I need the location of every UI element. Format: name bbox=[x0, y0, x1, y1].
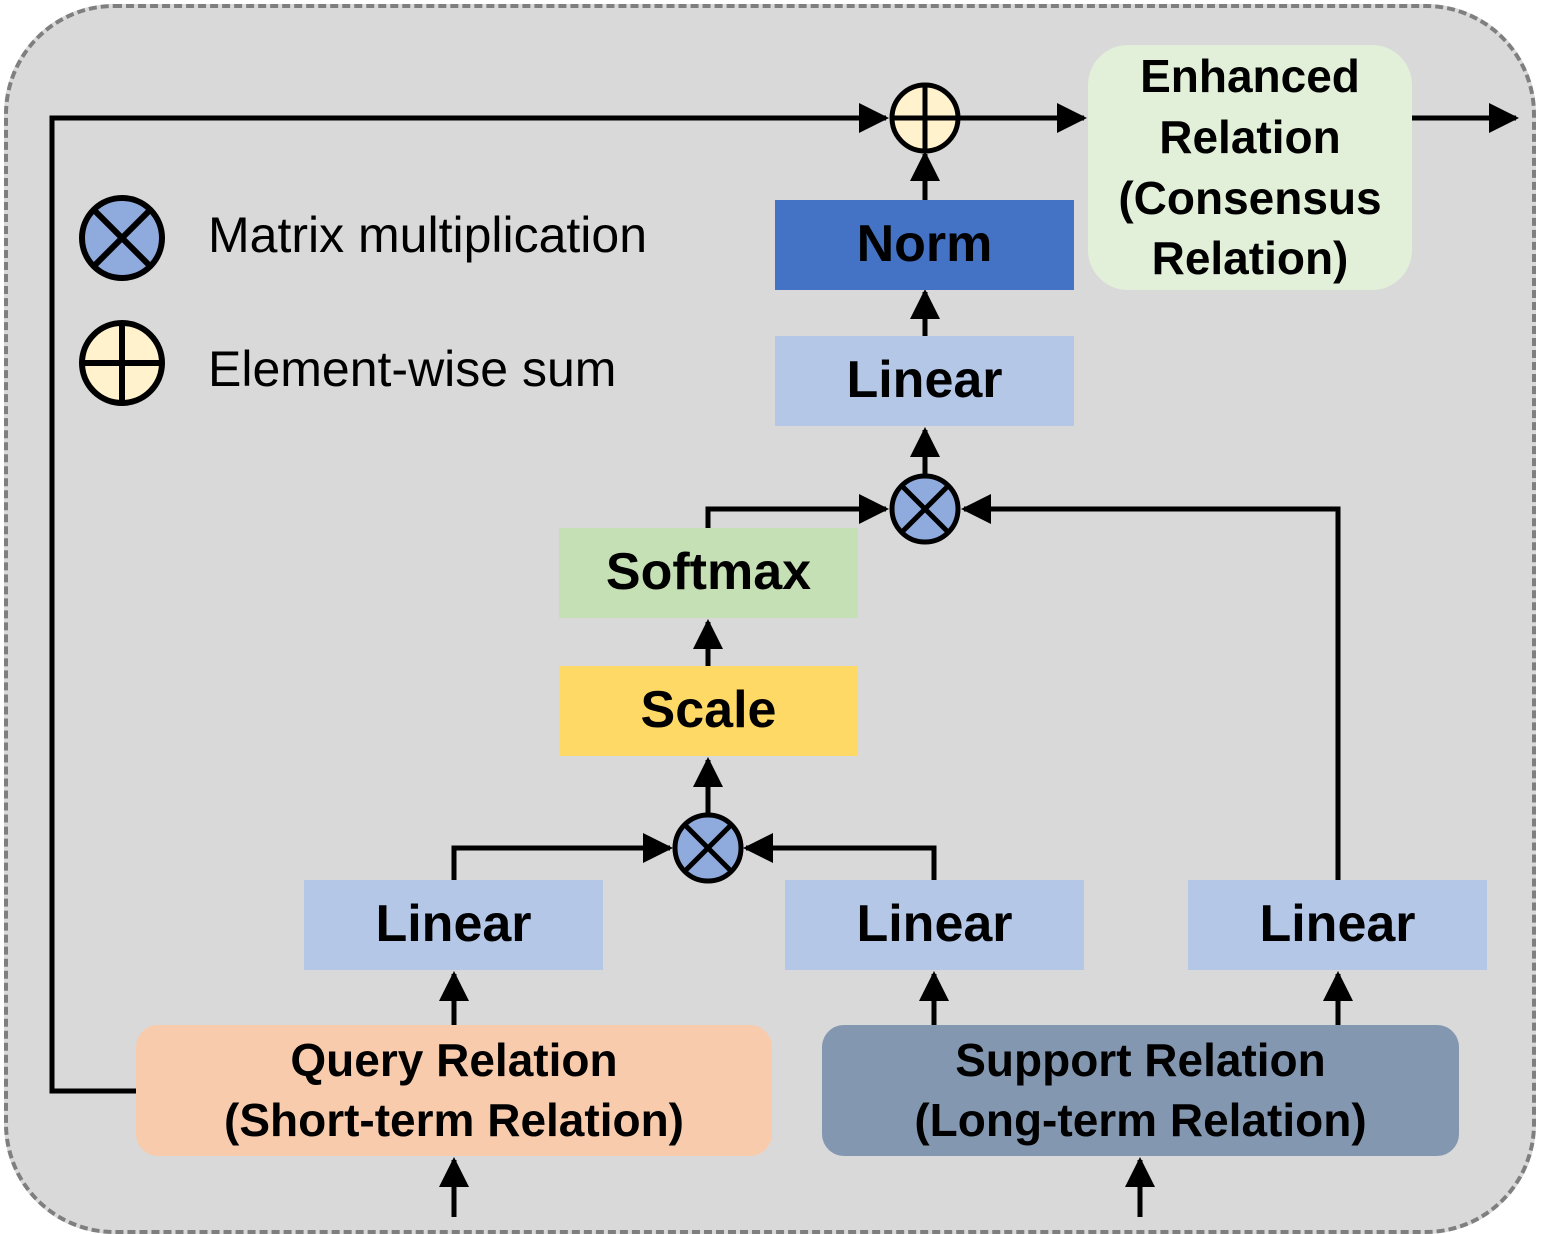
softmax-to-matmul-arrow bbox=[705, 494, 889, 528]
support-relation-label: Support Relation (Long-term Relation) bbox=[914, 1033, 1367, 1146]
legend-sum-icon bbox=[79, 320, 165, 406]
legend-matmul-icon bbox=[79, 195, 165, 281]
enhanced-relation-block: Enhanced Relation (Consensus Relation) bbox=[1088, 45, 1412, 290]
key-linear-to-matmul-arrow bbox=[743, 833, 937, 880]
scale-block: Scale bbox=[559, 666, 858, 756]
query-linear-to-matmul-arrow bbox=[451, 833, 673, 880]
linear-key-block: Linear bbox=[785, 880, 1084, 970]
linear-query-label: Linear bbox=[375, 895, 532, 954]
matrix-multiplication-icon bbox=[889, 473, 961, 545]
legend-sum-label: Element-wise sum bbox=[208, 341, 617, 397]
linear-output-label: Linear bbox=[846, 351, 1003, 410]
scale-label: Scale bbox=[640, 681, 777, 740]
softmax-label: Softmax bbox=[605, 543, 812, 602]
legend-matmul-label: Matrix multiplication bbox=[208, 207, 648, 263]
support-relation-block: Support Relation (Long-term Relation) bbox=[822, 1025, 1459, 1156]
enhanced-relation-label: Enhanced Relation (Consensus Relation) bbox=[1118, 50, 1382, 285]
norm-label: Norm bbox=[856, 215, 993, 274]
matrix-multiplication-icon bbox=[672, 812, 744, 884]
linear-key-label: Linear bbox=[856, 895, 1013, 954]
query-relation-block: Query Relation (Short-term Relation) bbox=[136, 1025, 772, 1156]
element-wise-sum-icon bbox=[889, 82, 961, 154]
query-relation-label: Query Relation (Short-term Relation) bbox=[224, 1033, 684, 1146]
residual-connection bbox=[49, 103, 889, 1094]
norm-block: Norm bbox=[775, 200, 1074, 290]
linear-value-label: Linear bbox=[1259, 895, 1416, 954]
value-to-matmul-arrow bbox=[961, 494, 1341, 880]
linear-output-block: Linear bbox=[775, 336, 1074, 426]
softmax-block: Softmax bbox=[559, 528, 858, 618]
linear-query-block: Linear bbox=[304, 880, 603, 970]
linear-value-block: Linear bbox=[1188, 880, 1487, 970]
